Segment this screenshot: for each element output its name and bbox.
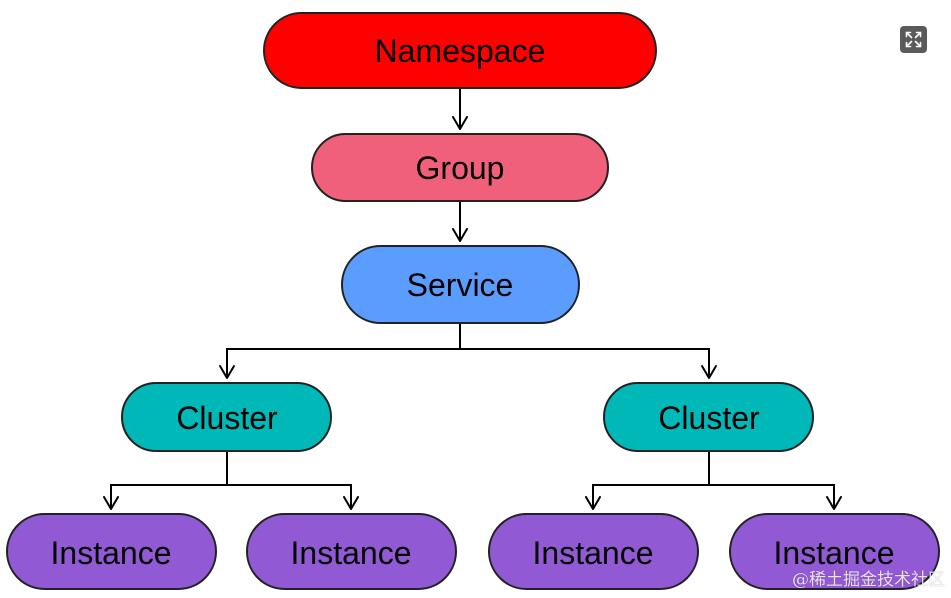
node-instance-3: Instance bbox=[488, 513, 699, 590]
node-service-label: Service bbox=[407, 267, 514, 303]
node-group: Group bbox=[311, 133, 609, 202]
arrowhead-service-cluster-right bbox=[701, 365, 717, 379]
node-cluster-left-shape bbox=[121, 382, 332, 452]
node-service: Service bbox=[341, 245, 580, 324]
node-service-shape bbox=[341, 245, 580, 324]
node-instance-3-label: Instance bbox=[533, 535, 654, 571]
node-instance-3-shape bbox=[488, 513, 699, 590]
node-instance-4-shape bbox=[729, 513, 940, 590]
node-instance-1-shape bbox=[6, 513, 217, 590]
node-group-label: Group bbox=[416, 150, 505, 186]
expand-icon bbox=[905, 31, 922, 48]
arrowhead-service-cluster-left bbox=[219, 365, 235, 379]
node-instance-4-label: Instance bbox=[774, 535, 895, 571]
node-instance-2-label: Instance bbox=[291, 535, 412, 571]
expand-button[interactable] bbox=[900, 26, 927, 53]
node-instance-2-shape bbox=[246, 513, 457, 590]
node-cluster-right-label: Cluster bbox=[658, 400, 760, 436]
node-namespace: Namespace bbox=[263, 12, 657, 89]
node-cluster-left-label: Cluster bbox=[176, 400, 278, 436]
node-instance-4: Instance bbox=[729, 513, 940, 590]
node-instance-1-label: Instance bbox=[51, 535, 172, 571]
node-cluster-left: Cluster bbox=[121, 382, 332, 452]
edge-cluster-right-instances bbox=[592, 451, 835, 508]
arrowhead-cluster-right-instance-3 bbox=[585, 496, 601, 510]
edge-cluster-left-instances bbox=[110, 451, 352, 508]
node-group-shape bbox=[311, 133, 609, 202]
edge-service-clusters bbox=[226, 323, 710, 377]
node-cluster-right-shape bbox=[603, 382, 814, 452]
node-instance-2: Instance bbox=[246, 513, 457, 590]
node-cluster-right: Cluster bbox=[603, 382, 814, 452]
arrowhead-group-service bbox=[452, 228, 468, 242]
node-namespace-shape bbox=[263, 12, 657, 89]
watermark: @稀土掘金技术社区 bbox=[792, 570, 945, 590]
arrowhead-cluster-left-instance-1 bbox=[103, 496, 119, 510]
edges bbox=[103, 88, 842, 510]
arrowhead-namespace-group bbox=[452, 116, 468, 130]
node-namespace-label: Namespace bbox=[375, 33, 546, 69]
arrowhead-cluster-right-instance-4 bbox=[826, 496, 842, 510]
arrowhead-cluster-left-instance-2 bbox=[343, 496, 359, 510]
node-instance-1: Instance bbox=[6, 513, 217, 590]
